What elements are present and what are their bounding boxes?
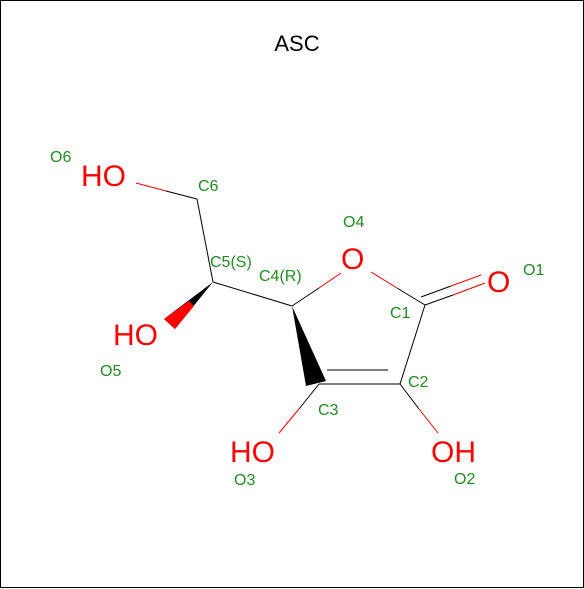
atom-ho-o6: HO <box>81 160 126 193</box>
atom-oh-o2: OH <box>431 436 476 469</box>
bond-c1-c2 <box>399 304 426 385</box>
label-c2: C2 <box>408 374 429 391</box>
bond-c5-o5-wedge-red <box>164 301 194 329</box>
bond-o6-c6b <box>165 190 198 200</box>
bond-c1-o1-a2 <box>452 282 486 296</box>
label-o1: O1 <box>523 262 544 279</box>
bond-c4-o4 <box>291 287 320 307</box>
label-o6: O6 <box>50 149 71 166</box>
bond-c1-o1-b <box>420 285 452 298</box>
bond-c3-o3 <box>298 383 320 410</box>
bond-o4-c1 <box>370 271 398 289</box>
bond-c1-o1-a <box>424 294 454 306</box>
label-c1: C1 <box>390 305 411 322</box>
label-o4: O4 <box>343 214 364 231</box>
bond-c5-c4 <box>212 281 293 307</box>
bond-c6-c5 <box>196 198 214 283</box>
molecule-title: ASC <box>274 31 319 56</box>
label-o5: O5 <box>100 363 121 380</box>
label-c6: C6 <box>198 178 219 195</box>
atom-ho-o5: HO <box>113 319 158 352</box>
bond-o4-c1b <box>396 287 426 306</box>
label-c3: C3 <box>318 402 339 419</box>
bond-c2-o2b <box>418 408 439 434</box>
bond-c1-o1-b2 <box>450 274 482 287</box>
atom-ho-o3: HO <box>230 436 275 469</box>
bond-c4-o4b <box>318 272 342 289</box>
bond-c3-o3b <box>278 408 300 434</box>
atom-o-carbonyl: O <box>487 266 510 299</box>
label-c5: C5(S) <box>210 254 252 271</box>
bond-c2-o2 <box>399 383 420 410</box>
bond-o6-c6 <box>135 182 167 192</box>
label-o3: O3 <box>234 472 255 489</box>
label-c4: C4(R) <box>259 268 302 285</box>
bond-c4-c3-wedge <box>292 306 326 386</box>
atom-o-ring: O <box>341 243 364 276</box>
label-o2: O2 <box>454 471 475 488</box>
